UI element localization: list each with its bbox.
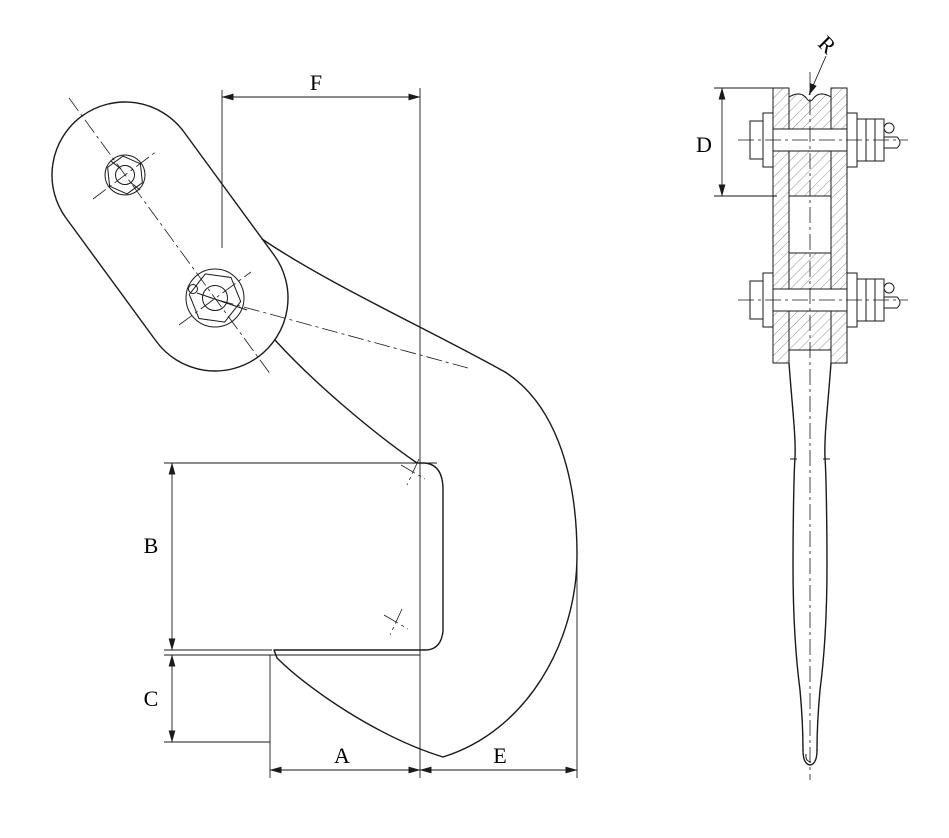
arm-centerline [217, 299, 469, 369]
dimension-label-f: F [310, 70, 322, 95]
hook-outline [261, 238, 578, 758]
dimension-b: B [144, 462, 437, 651]
upper-hole-cross-centerline [92, 150, 158, 200]
dimension-label-b: B [144, 533, 159, 558]
dimension-label-e: E [493, 743, 506, 768]
centerlines-front [68, 97, 469, 376]
shank-left-edge [788, 362, 804, 751]
dimension-label-c: C [144, 686, 159, 711]
dimension-e: E [419, 560, 578, 778]
lower-boss-circle [185, 268, 245, 328]
left-plate-outline [772, 87, 790, 364]
radius-callout: R [808, 31, 842, 96]
r-leader-line [808, 55, 827, 96]
front-view: F B C A E [51, 70, 578, 778]
dimension-label-d: D [696, 132, 712, 157]
lower-hole-cross-centerline [178, 271, 252, 326]
right-plate-outline [830, 87, 848, 364]
link-plate-outline [51, 101, 289, 372]
hook-profile-path [261, 238, 578, 758]
dimension-a: A [269, 655, 421, 778]
bolt2-cotter-pin-eye [883, 282, 895, 294]
bolt2-cotter-pin [884, 296, 901, 309]
bolt1-cotter-pin-eye [883, 122, 895, 134]
fillet-center-marks [383, 458, 426, 636]
shank-profile [788, 72, 832, 780]
dimension-label-a: A [334, 743, 350, 768]
dimension-d: D [696, 87, 777, 197]
upper-pin-circle [115, 165, 135, 185]
lower-cotter-pin-line [196, 292, 248, 311]
upper-cotter-pin-line [110, 160, 122, 170]
lower-cotter-pin-eye [188, 284, 198, 294]
upper-pin-nut [104, 154, 146, 196]
lower-pin-nut [185, 268, 248, 328]
upper-cotter-pin-line2 [129, 181, 141, 191]
fillet-cross-bottom2 [389, 608, 403, 636]
upper-nut-hexagon [107, 155, 143, 195]
shank-right-edge [816, 362, 832, 751]
side-view: D R [696, 31, 908, 780]
dimension-c: C [144, 654, 277, 743]
lower-nut-hexagon [188, 273, 242, 323]
bolt1-cotter-pin [884, 136, 901, 149]
dimension-f: F [221, 70, 421, 778]
lower-pin-circle [202, 285, 228, 311]
dimension-label-r: R [813, 31, 841, 59]
upper-hole-circle [104, 154, 146, 196]
shank-bottom-cap [802, 749, 818, 766]
link-axis-centerline [68, 97, 272, 376]
